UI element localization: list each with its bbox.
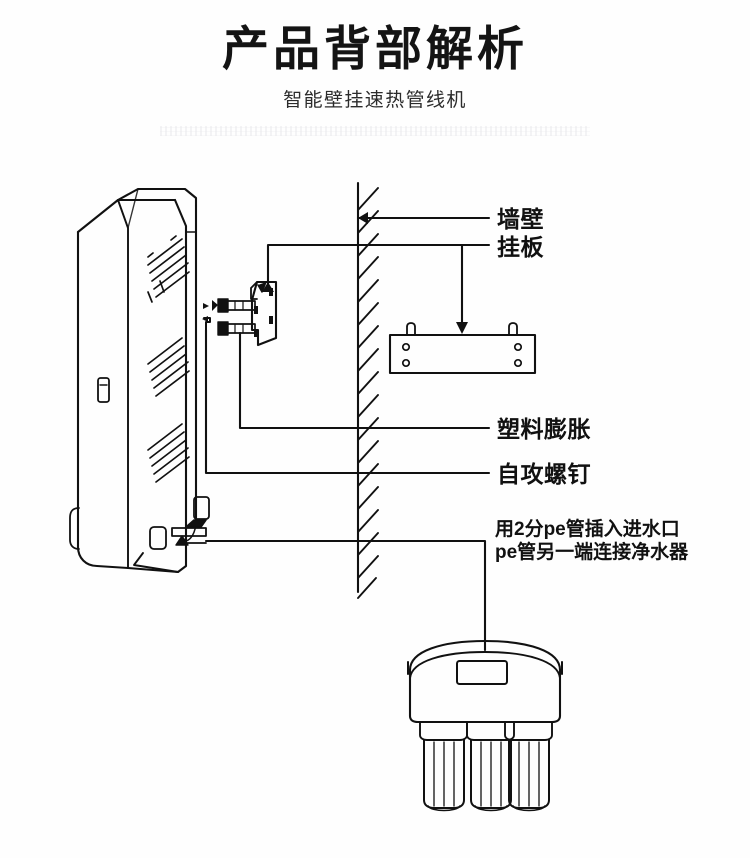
leader-line-wall [356,212,491,224]
bottom-left-tab [69,507,80,550]
filter-cartridge-left [419,721,468,812]
water-purifier [407,639,563,812]
label-self-tapping-screw: 自攻螺钉 [497,461,591,487]
vent-slots-middle [147,337,190,397]
vent-slots-lower [147,423,190,483]
filter-cartridge-middle [466,721,515,812]
page-subtitle: 智能壁挂速热管线机 [283,89,467,111]
label-pe-pipe-line-2: pe管另一端连接净水器 [495,542,689,564]
self-tapping-screw-upper [212,298,256,313]
wall-hatching [357,187,379,599]
faded-artifact-band [160,126,590,136]
vent-slots-upper [147,235,190,303]
label-wall: 墙壁 [497,206,544,232]
label-pe-pipe-instruction: 用2分pe管插入进水口 pe管另一端连接净水器 [495,518,688,564]
label-pe-pipe-line-1: 用2分pe管插入进水口 [495,519,680,540]
mount-plate-front-view [388,322,537,375]
dispenser-appliance [76,187,198,574]
page-title: 产品背部解析 [222,24,528,76]
side-button [97,377,110,403]
screw-pointer-markers [202,303,211,331]
water-inlet-fitting [171,496,210,546]
label-plastic-anchor: 塑料膨胀 [497,416,591,442]
pe-tube-line [204,539,487,652]
bottom-flange [133,552,179,573]
filter-cartridge-right [504,721,553,812]
label-hanging-plate: 挂板 [497,234,544,260]
page-header: 产品背部解析 智能壁挂速热管线机 [0,0,750,112]
leader-line-plastic-anchor [238,331,491,430]
leader-line-hanging-plate [262,243,491,334]
self-tapping-screw-lower [217,321,256,336]
leader-line-self-tapping-screw [204,328,491,475]
bottom-outlet-port [149,526,167,550]
